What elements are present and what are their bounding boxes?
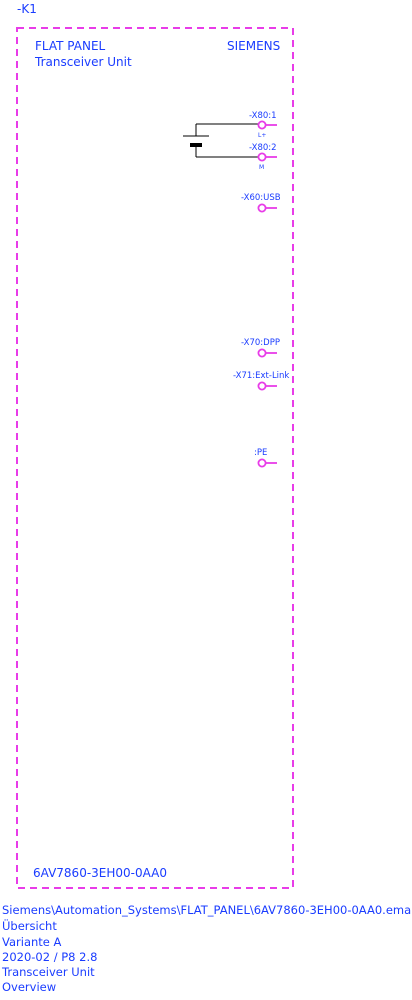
connector-x70-dpp[interactable] bbox=[257, 348, 277, 358]
manufacturer-label: SIEMENS bbox=[227, 39, 281, 53]
port-label-x80-1: -X80:1 bbox=[249, 111, 277, 121]
device-outline bbox=[16, 27, 294, 889]
dc-source-symbol-icon bbox=[183, 123, 259, 158]
connector-pe[interactable] bbox=[257, 458, 277, 468]
port-label-x71-ext-link: -X71:Ext-Link bbox=[233, 371, 290, 381]
port-label-x60-usb: -X60:USB bbox=[241, 193, 281, 203]
connector-x60-usb[interactable] bbox=[257, 203, 277, 213]
device-reference: -K1 bbox=[17, 2, 37, 16]
port-sublabel-m: M bbox=[259, 164, 265, 171]
footer-line-4: 2020-02 / P8 2.8 bbox=[2, 950, 98, 964]
connector-x80-2[interactable] bbox=[257, 152, 277, 162]
footer-line-2: Übersicht bbox=[2, 919, 57, 933]
footer-path: Siemens\Automation_Systems\FLAT_PANEL\6A… bbox=[2, 903, 412, 917]
connector-x80-1[interactable] bbox=[257, 120, 277, 130]
port-label-x70-dpp: -X70:DPP bbox=[241, 338, 280, 348]
order-number: 6AV7860-3EH00-0AA0 bbox=[33, 866, 168, 880]
device-title-line2: Transceiver Unit bbox=[35, 55, 132, 69]
port-sublabel-l-plus: L+ bbox=[258, 132, 267, 139]
footer-line-5: Transceiver Unit bbox=[2, 965, 95, 979]
port-label-x80-2: -X80:2 bbox=[249, 143, 277, 153]
device-title-line1: FLAT PANEL bbox=[35, 39, 106, 53]
port-label-pe: :PE bbox=[254, 448, 268, 458]
connector-x71-ext-link[interactable] bbox=[257, 381, 277, 391]
footer-line-6: Overview bbox=[2, 980, 57, 994]
footer-line-3: Variante A bbox=[2, 935, 62, 949]
